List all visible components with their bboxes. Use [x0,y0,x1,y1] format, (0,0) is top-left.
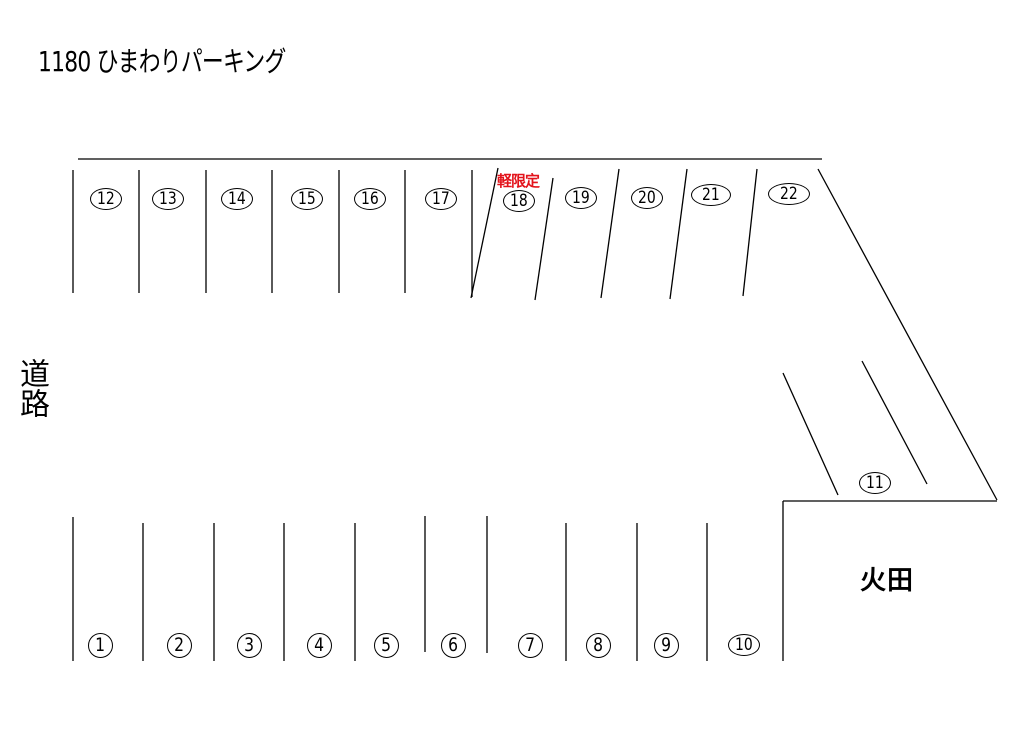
stall-5: 5 [374,633,399,658]
stall-19: 19 [565,187,597,209]
stall-20: 20 [631,187,663,209]
stall-22: 22 [768,183,810,205]
stall-3: 3 [237,633,262,658]
road-label: 道路 [14,358,49,418]
stall-14: 14 [221,188,253,210]
stall-17: 17 [425,188,457,210]
stall-8: 8 [586,633,611,658]
stall-11: 11 [859,472,891,494]
stall-4: 4 [307,633,332,658]
stall-10: 10 [728,634,760,656]
stall-2: 2 [167,633,192,658]
light-vehicle-only-label: 軽限定 [497,172,540,190]
stall-15: 15 [291,188,323,210]
page-title: 1180 ひまわりパーキング [38,45,286,78]
field-label: 火田 [860,566,915,596]
stall-16: 16 [354,188,386,210]
stall-12: 12 [90,188,122,210]
stall-21: 21 [691,184,731,206]
stall-13: 13 [152,188,184,210]
stall-9: 9 [654,633,679,658]
stall-6: 6 [441,633,466,658]
stall-7: 7 [518,633,543,658]
stall-1: 1 [88,633,113,658]
stall-18: 18 [503,190,535,212]
